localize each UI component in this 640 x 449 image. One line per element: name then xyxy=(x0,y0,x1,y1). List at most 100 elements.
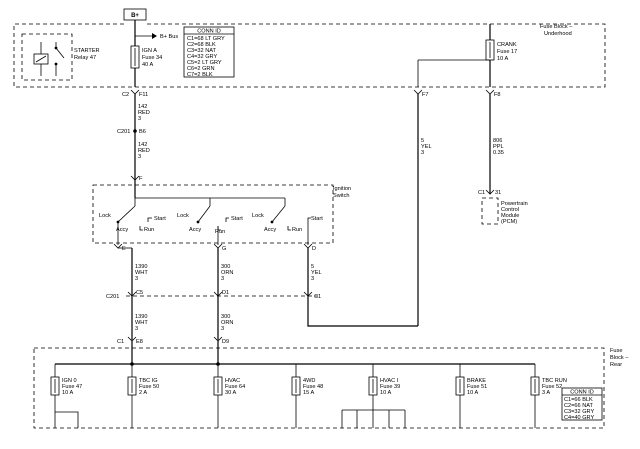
wire-circuit: 1390 xyxy=(135,264,147,270)
wire-circuit: 5 xyxy=(311,264,314,270)
rear-fuse-number: Fuse 64 xyxy=(225,384,245,390)
wire-color: ORN xyxy=(221,320,233,326)
underhood-conn-id-title: CONN ID xyxy=(197,29,221,35)
ign2-run: Run xyxy=(215,229,225,235)
rear-fuse-3: 4WD Fuse 48 15 A xyxy=(291,364,323,428)
wire-color: YEL xyxy=(311,270,322,276)
c201-c1: C1 xyxy=(314,294,321,300)
fuse-ign-a-number: Fuse 34 xyxy=(142,55,162,61)
ign2-accy: Accy xyxy=(189,227,201,233)
rear-fuse-rating: 10 A xyxy=(380,390,391,396)
rear-fuse-name: HVAC I xyxy=(380,378,399,384)
connector-f: F xyxy=(139,176,143,182)
ignition-switch: Ignition Switch Lock Start Accy Run Lock… xyxy=(92,180,351,245)
rear-conn-id-item: C2=66 NAT xyxy=(564,403,594,409)
ign1-start: Start xyxy=(154,216,166,222)
rear-fuse-name: TBC IG xyxy=(139,378,158,384)
fuse-crank-number: Fuse 17 xyxy=(497,49,517,55)
rear-fuse-number: Fuse 50 xyxy=(139,384,159,390)
pcm-connector-c1: C1 xyxy=(478,190,485,196)
fuse-ign-a-name: IGN A xyxy=(142,48,157,54)
rear-in-d9: D9 xyxy=(222,339,229,345)
starter-relay-name: STARTER xyxy=(74,48,100,54)
b-bus-label: B+ Bus xyxy=(160,34,178,40)
ign3-start: Start xyxy=(311,216,323,222)
rear-fuse-4: HVAC I Fuse 39 10 A xyxy=(341,364,406,428)
ign1-run: Run xyxy=(144,227,154,233)
wire-gauge: 3 xyxy=(135,276,138,282)
ign3-accy: Accy xyxy=(264,227,276,233)
starter-relay-number: Relay 47 xyxy=(74,55,96,61)
wire-circuit: 1390 xyxy=(135,314,147,320)
terminal-f8: F8 xyxy=(494,92,501,98)
wire-gauge: 3 xyxy=(421,150,424,156)
wire-142-red: 142 RED 3 C201 B6 142 RED 3 F xyxy=(117,94,150,182)
rear-fuse-number: Fuse 52 xyxy=(542,384,562,390)
rear-fuse-rating: 15 A xyxy=(303,390,314,396)
rear-conn-id-item: C3=32 GRY xyxy=(564,409,594,415)
fuse-block-rear: Fuse Block – Rear xyxy=(33,341,629,429)
underhood-conn-id-item: C3=32 NAT xyxy=(187,48,217,54)
c201-d1: D1 xyxy=(222,290,229,296)
fuse-block-underhood: Fuse Block – Underhood xyxy=(13,23,606,88)
rear-conn-id-table: CONN ID C1=66 BLK C2=66 NAT C3=32 GRY C4… xyxy=(561,387,603,421)
ign-out-d: D xyxy=(312,246,316,252)
wire-color: WHT xyxy=(135,320,148,326)
terminal-f7: F7 xyxy=(422,92,429,98)
rear-fuse-name: BRAKE xyxy=(467,378,486,384)
fuse-ign-a-rating: 40 A xyxy=(142,62,153,68)
rear-label-line3: Rear xyxy=(610,362,622,368)
wire-circuit: 142 xyxy=(138,142,147,148)
wire-gauge: 3 xyxy=(311,276,314,282)
wire-color: ORN xyxy=(221,270,233,276)
rear-fuse-number: Fuse 39 xyxy=(380,384,400,390)
ignition-label-line2: Switch xyxy=(333,193,349,199)
pcm-label-line4: (PCM) xyxy=(501,219,517,225)
underhood-conn-id-item: C6=2 GRN xyxy=(187,66,215,72)
ign-out-e: E xyxy=(122,246,126,252)
ign2-start: Start xyxy=(231,216,243,222)
underhood-label-line2: Underhood xyxy=(544,31,572,37)
pcm-label-line1: Powertrain xyxy=(501,201,528,207)
rear-fuse-rating: 10 A xyxy=(62,390,73,396)
wire-circuit: 300 xyxy=(221,264,230,270)
wire-gauge: 3 xyxy=(221,326,224,332)
wire-circuit: 5 xyxy=(421,138,424,144)
terminal-c2: C2 xyxy=(122,92,129,98)
fuse-crank: CRANK Fuse 17 10 A xyxy=(417,24,517,87)
rear-conn-id-item: C4=40 GRY xyxy=(564,415,594,421)
underhood-conn-id-item: C4=32 GRY xyxy=(187,54,217,60)
wire-circuit: 300 xyxy=(221,314,230,320)
rear-in-e8: E8 xyxy=(136,339,143,345)
rear-label-line1: Fuse xyxy=(610,348,622,354)
ign1-lock: Lock xyxy=(99,213,111,219)
wire-circuit: 806 xyxy=(493,138,502,144)
pcm-connector-pin: 31 xyxy=(495,190,501,196)
ign2-lock: Lock xyxy=(177,213,189,219)
connector-c201-row: C201 C5 D1 C1 1390 WHT 3 300 ORN 3 xyxy=(106,290,321,332)
wire-color: PPL xyxy=(493,144,504,150)
connector-c201: C201 xyxy=(117,129,130,135)
rear-fuse-rating: 10 A xyxy=(467,390,478,396)
rear-block-entry: C1 E8 D9 xyxy=(117,336,229,345)
c201-c5: C5 xyxy=(136,290,143,296)
wire-gauge: 3 xyxy=(135,326,138,332)
rear-fuse-name: 4WD xyxy=(303,378,315,384)
underhood-conn-id-item: C5=2 LT GRY xyxy=(187,60,222,66)
rear-conn-id-item: C1=66 BLK xyxy=(564,397,593,403)
underhood-conn-id-table: CONN ID C1=68 LT GRY C2=68 BLK C3=32 NAT… xyxy=(183,26,235,78)
wire-gauge: 3 xyxy=(138,154,141,160)
underhood-output-terminals: C2 F11 F7 F8 xyxy=(122,89,501,98)
powertrain-control-module: Powertrain Control Module (PCM) xyxy=(481,197,528,225)
wire-806-ppl: 806 PPL 0.35 C1 31 xyxy=(478,94,504,196)
c201-label: C201 xyxy=(106,294,119,300)
wire-5-yel-f7: 5 YEL 3 xyxy=(307,94,432,327)
wire-gauge: 3 xyxy=(138,116,141,122)
rear-fuse-name: IGN 0 xyxy=(62,378,77,384)
wire-color: RED xyxy=(138,148,150,154)
rear-fuse-0: IGN 0 Fuse 47 10 A xyxy=(50,364,82,428)
ignition-output-terminals: E G D xyxy=(113,243,316,252)
battery-positive-source: B+ B+ Bus xyxy=(123,8,178,46)
underhood-conn-id-item: C1=68 LT GRY xyxy=(187,36,225,42)
